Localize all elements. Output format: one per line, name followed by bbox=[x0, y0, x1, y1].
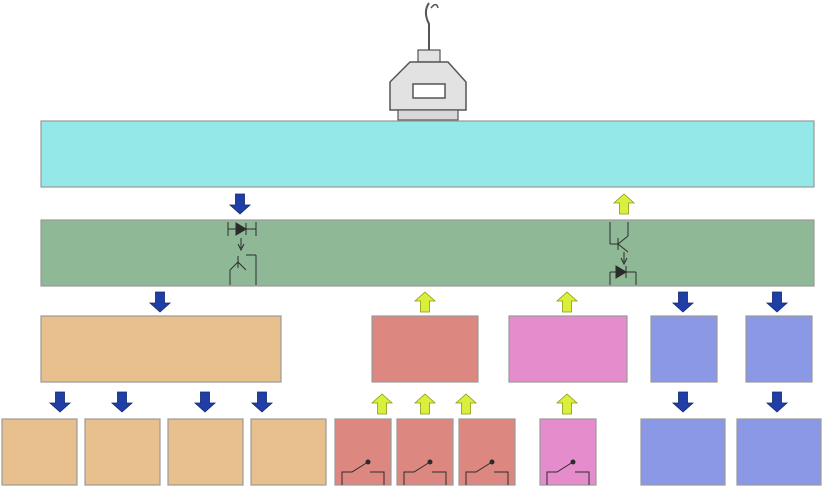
switch-block-1 bbox=[334, 418, 392, 486]
arrow-to-output-3-icon bbox=[193, 391, 217, 413]
optocoupler-output-icon bbox=[227, 222, 257, 285]
db25-connector-icon bbox=[389, 2, 467, 121]
flow-arrows bbox=[48, 193, 789, 415]
pink-switch-block bbox=[539, 418, 597, 486]
bus-block bbox=[40, 120, 815, 188]
output-driver-block bbox=[40, 315, 282, 383]
arrow-to-blue-2-icon bbox=[765, 291, 789, 313]
arrow-isolation-to-bus-icon bbox=[612, 193, 636, 215]
blue-block-1 bbox=[650, 315, 718, 383]
arrow-switch-2-up-icon bbox=[413, 393, 437, 415]
arrow-switch-hub-up-icon bbox=[413, 291, 437, 313]
output-block-3 bbox=[167, 418, 244, 486]
arrow-bus-to-isolation-icon bbox=[228, 193, 252, 215]
switch-block-2 bbox=[396, 418, 454, 486]
switch-block-3 bbox=[458, 418, 516, 486]
switch-icon-2 bbox=[403, 459, 447, 485]
arrow-to-blue-4-icon bbox=[765, 391, 789, 413]
arrow-pink-switch-up-icon bbox=[555, 393, 579, 415]
optocoupler-input-icon bbox=[609, 222, 637, 285]
arrow-switch-1-up-icon bbox=[370, 393, 394, 415]
arrow-to-blue-1-icon bbox=[671, 291, 695, 313]
output-block-1 bbox=[1, 418, 78, 486]
arrow-to-output-4-icon bbox=[250, 391, 274, 413]
switch-icon-4 bbox=[546, 459, 590, 485]
output-block-2 bbox=[84, 418, 161, 486]
arrow-switch-3-up-icon bbox=[454, 393, 478, 415]
isolation-block bbox=[40, 219, 815, 287]
blue-block-3 bbox=[640, 418, 726, 486]
blue-block-2 bbox=[745, 315, 813, 383]
output-block-4 bbox=[250, 418, 327, 486]
switch-icon-1 bbox=[341, 459, 385, 485]
arrow-to-output-2-icon bbox=[110, 391, 134, 413]
arrow-pink-hub-up-icon bbox=[555, 291, 579, 313]
input-switch-hub-block bbox=[371, 315, 479, 383]
arrow-to-output-1-icon bbox=[48, 391, 72, 413]
arrow-to-output-driver-icon bbox=[148, 291, 172, 313]
blue-block-4 bbox=[736, 418, 822, 486]
input-pink-hub-block bbox=[508, 315, 628, 383]
arrow-to-blue-3-icon bbox=[671, 391, 695, 413]
switch-icon-3 bbox=[465, 459, 509, 485]
